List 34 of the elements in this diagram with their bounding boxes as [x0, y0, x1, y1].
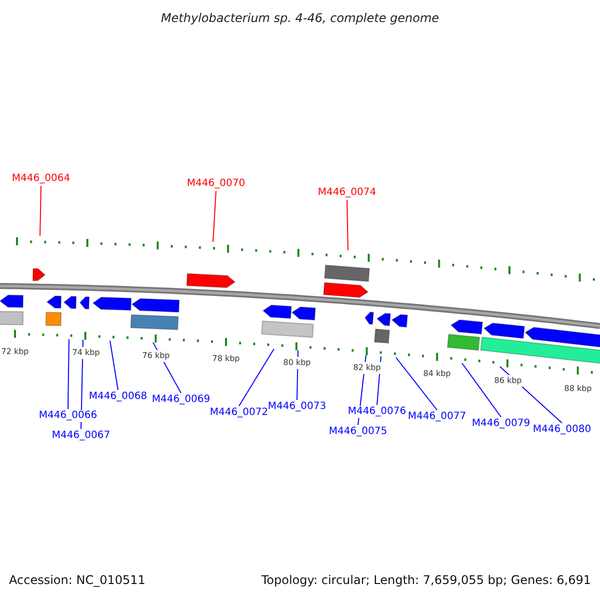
- locus-tag: M446_0073: [268, 401, 326, 413]
- locus-tag: M446_0068: [88, 391, 148, 403]
- scale-label: 76 kbp: [142, 350, 170, 362]
- locus-tag: M446_0072: [210, 407, 268, 419]
- locus-tag: M446_0074: [318, 187, 376, 199]
- locus-tag: M446_0076: [348, 406, 406, 418]
- scale-label: 72 kbp: [1, 346, 29, 358]
- scale-label: 78 kbp: [212, 353, 240, 365]
- accession-text: Accession: NC_010511: [9, 574, 146, 586]
- leader-line: [462, 362, 502, 418]
- scale-label: 84 kbp: [423, 368, 451, 380]
- scale-label: 82 kbp: [353, 362, 381, 374]
- locus-tag: M446_0075: [328, 426, 388, 438]
- scale-label: 88 kbp: [564, 383, 592, 395]
- leader-line: [396, 357, 438, 410]
- leader-line: [238, 348, 274, 406]
- title: Methylobacterium sp. 4-46, complete genome: [160, 12, 440, 24]
- locus-tag: M446_0080: [532, 424, 592, 436]
- leader-line: [110, 340, 118, 390]
- locus-tag: M446_0067: [52, 430, 110, 442]
- scale-label: 80 kbp: [283, 357, 311, 369]
- locus-tag: M446_0079: [472, 418, 530, 430]
- locus-tag: M446_0066: [38, 410, 98, 422]
- locus-tag: M446_0064: [12, 173, 70, 185]
- locus-tag: M446_0070: [186, 178, 246, 190]
- leader-line: [40, 186, 42, 236]
- leader-line: [346, 200, 348, 251]
- locus-tag: M446_0069: [152, 394, 210, 406]
- scale-label: 86 kbp: [494, 375, 522, 387]
- leader-line: [68, 338, 70, 410]
- genome-stats-text: Topology: circular; Length: 7,659,055 bp; Genes: 6,691: [261, 574, 591, 586]
- locus-tag: M446_0077: [408, 411, 466, 423]
- leader-line: [212, 190, 216, 242]
- scale-label: 74 kbp: [72, 347, 100, 359]
